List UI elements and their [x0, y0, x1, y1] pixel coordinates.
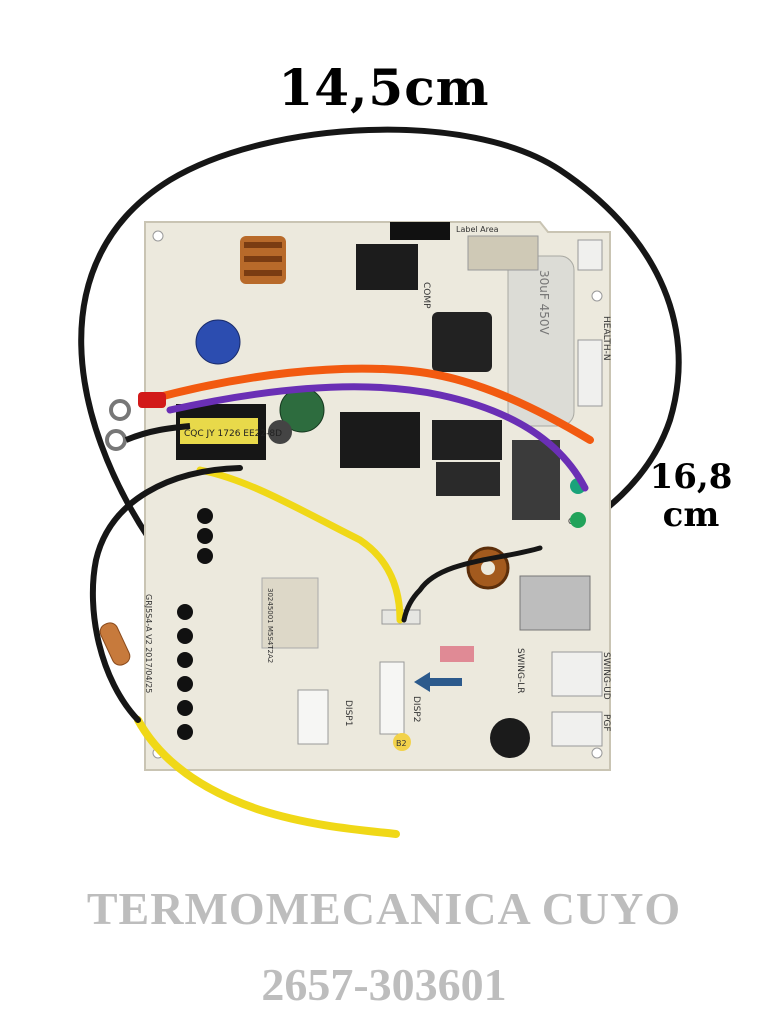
watermark-phone: 2657-303601 [261, 959, 507, 1010]
black-sensor-wire [89, 465, 243, 723]
pcb-board [144, 221, 611, 771]
svg-text:HEALTH-N: HEALTH-N [601, 316, 611, 361]
label-area-text: Label Area [456, 225, 499, 234]
watermark-company: TERMOMECANICA CUYO [86, 883, 682, 934]
orange-wire [144, 364, 594, 444]
purple-wire [166, 383, 589, 492]
svg-text:SWING-LR: SWING-LR [515, 648, 525, 694]
black-short-wire [124, 423, 191, 443]
label-area-box [390, 222, 450, 240]
svg-text:SWING-UD: SWING-UD [601, 652, 611, 700]
ring-terminal-top [109, 399, 131, 421]
run-capacitor [507, 255, 575, 427]
black-sensor-wire-2 [401, 545, 543, 623]
svg-text:30245001 M5S4T2A2: 30245001 M5S4T2A2 [266, 588, 274, 663]
svg-text:COMP: COMP [421, 282, 431, 309]
black-loop-wire [78, 126, 682, 551]
ring-terminal-bottom [105, 429, 127, 451]
yellow-lead-wire [134, 716, 400, 838]
svg-text:DISP2: DISP2 [411, 696, 421, 722]
svg-text:30uF 450V: 30uF 450V [537, 270, 551, 335]
svg-text:PGF: PGF [601, 714, 611, 732]
svg-text:B2: B2 [396, 739, 407, 748]
svg-text:CQC JY 1726 EE22-8D: CQC JY 1726 EE22-8D [184, 429, 282, 439]
svg-text:DISP1: DISP1 [343, 700, 353, 726]
svg-text:GRJ5S4-A V2 2017/04/25: GRJ5S4-A V2 2017/04/25 [144, 594, 153, 693]
width-dimension-label: 14,5cm [278, 58, 490, 117]
copper-sensor-probe [99, 622, 131, 666]
yellow-sensor-wire [196, 466, 404, 624]
height-dimension-label: 16,8 cm [649, 457, 733, 535]
